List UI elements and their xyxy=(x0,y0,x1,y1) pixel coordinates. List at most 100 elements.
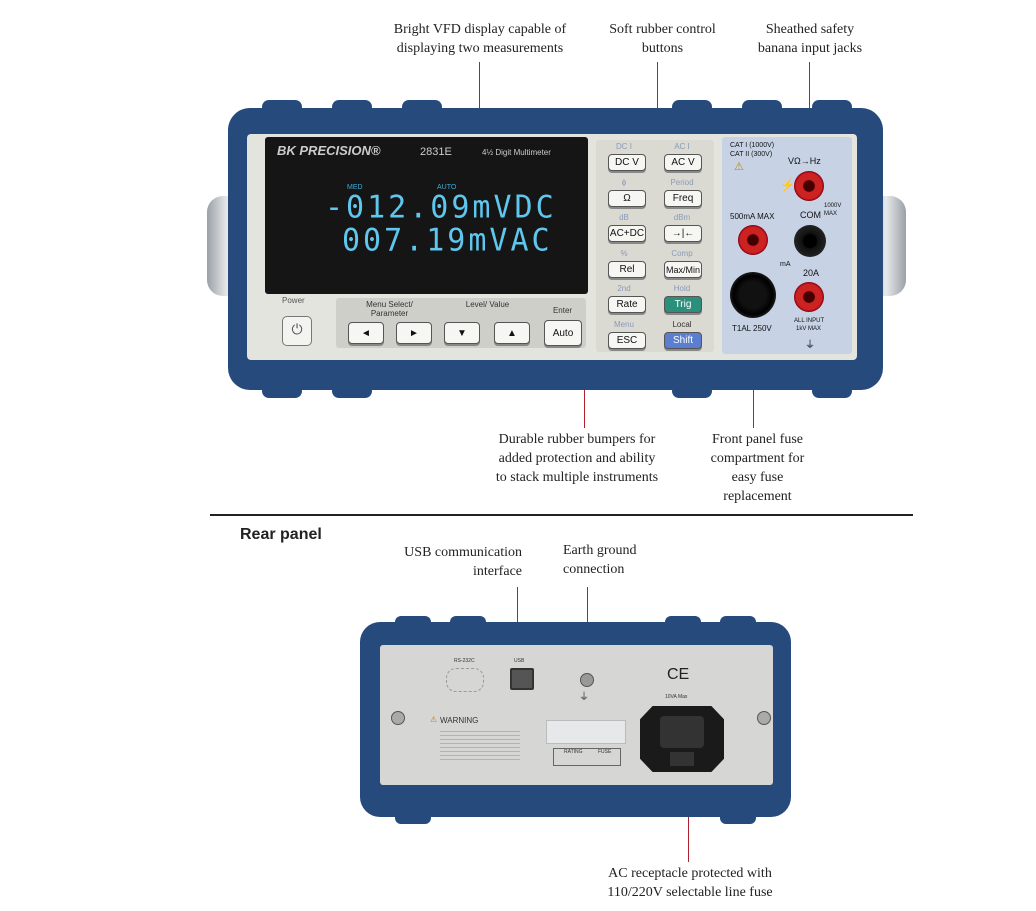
shift-function-label: dB xyxy=(619,213,629,222)
callout-line: AC receptacle protected with xyxy=(608,866,772,881)
rear-panel-heading: Rear panel xyxy=(240,526,322,543)
fuse-drawer[interactable] xyxy=(670,752,694,766)
callout-line: Sheathed safety xyxy=(765,22,855,37)
com-jack[interactable] xyxy=(794,225,826,257)
shift-function-label: Comp xyxy=(671,249,693,258)
bumper-nub xyxy=(812,100,852,114)
ohm-button[interactable]: Ω xyxy=(608,190,646,207)
callout-jacks: Sheathed safety banana input jacks xyxy=(745,20,875,58)
callout-line: compartment for xyxy=(710,451,805,466)
ground-icon: ⏚ xyxy=(805,340,815,351)
warning-icon: ⚠ xyxy=(734,161,744,173)
function-keypad xyxy=(596,140,714,352)
up-arrow-button[interactable]: ▲ xyxy=(494,322,530,344)
annunciator-med: MED xyxy=(347,184,363,191)
vfd-display xyxy=(265,137,588,294)
callout-line: 110/220V selectable line fuse xyxy=(607,885,773,900)
bumper-nub xyxy=(262,384,302,398)
bumper-nub xyxy=(332,100,372,114)
primary-reading: -012.09mVDC xyxy=(325,189,557,226)
bumper-nub xyxy=(672,100,712,114)
maxmin-button[interactable]: Max/Min xyxy=(664,261,702,278)
ac-socket xyxy=(660,716,704,748)
fuse-compartment[interactable] xyxy=(730,272,776,318)
max-label: MAX xyxy=(824,211,838,217)
callout-line: replacement xyxy=(723,489,792,504)
bumper-nub xyxy=(402,100,442,114)
callout-line: interface xyxy=(473,564,522,579)
rel-button[interactable]: Rel xyxy=(608,261,646,278)
callout-usb: USB communication interface xyxy=(395,543,522,581)
ma-label: mA xyxy=(780,261,791,268)
power-button[interactable]: ⏻ xyxy=(282,316,312,346)
dcv-button[interactable]: DC V xyxy=(608,154,646,171)
callout-line: Soft rubber control xyxy=(609,22,716,37)
diode-button[interactable]: →|← xyxy=(664,225,702,242)
callout-line: Earth ground xyxy=(563,543,637,558)
enter-label: Enter xyxy=(552,306,573,315)
vohm-label: VΩ→Hz xyxy=(788,156,821,166)
bumper-nub xyxy=(395,812,431,824)
annunciator-auto: AUTO xyxy=(437,184,457,191)
callout-line: connection xyxy=(563,562,625,577)
bumper-nub xyxy=(332,384,372,398)
power-rating: 10VA Max xyxy=(665,694,688,700)
callout-line: Front panel fuse xyxy=(712,432,803,447)
trig-button[interactable]: Trig xyxy=(664,296,702,313)
acv-button[interactable]: AC V xyxy=(664,154,702,171)
rs232-port-cover xyxy=(446,668,484,692)
callout-line: added protection and ability xyxy=(498,451,656,466)
ground-icon: ⏚ xyxy=(579,692,589,703)
volt-ohm-jack[interactable] xyxy=(794,171,824,201)
right-arrow-button[interactable]: ► xyxy=(396,322,432,344)
esc-button[interactable]: ESC xyxy=(608,332,646,349)
fuse-header: FUSE xyxy=(598,749,612,755)
shift-function-label: ϕ xyxy=(621,178,627,187)
left-arrow-button[interactable]: ◄ xyxy=(348,322,384,344)
shift-function-label: Period xyxy=(670,178,694,187)
shift-function-label: % xyxy=(620,249,628,258)
usb-label: USB xyxy=(514,658,525,664)
ma500-label: 500mA MAX xyxy=(730,212,775,221)
shift-button[interactable]: Shift xyxy=(664,332,702,349)
lightning-icon: ⚡ xyxy=(780,178,795,192)
bumper-nub xyxy=(720,812,756,824)
callout-line: buttons xyxy=(641,41,684,56)
cat-rating-label: CAT II (300V) xyxy=(730,151,773,158)
callout-bumpers: Durable rubber bumpers for added protect… xyxy=(482,430,672,487)
callout-line: Durable rubber bumpers for xyxy=(498,432,656,447)
model-subtitle: 4½ Digit Multimeter xyxy=(482,148,551,157)
screw-right xyxy=(757,711,771,725)
warning-label: WARNING xyxy=(440,716,479,725)
callout-line: USB communication xyxy=(404,545,522,560)
warning-text-block xyxy=(440,728,520,763)
bumper-nub xyxy=(720,616,756,628)
a20-label: 20A xyxy=(803,268,820,278)
power-label: Power xyxy=(282,296,305,305)
screw-left xyxy=(391,711,405,725)
callout-buttons: Soft rubber control buttons xyxy=(595,20,730,58)
com-label: COM xyxy=(800,210,821,220)
rate-button[interactable]: Rate xyxy=(608,296,646,313)
bumper-nub xyxy=(450,616,486,628)
level-value-label: Level/ Value xyxy=(465,300,510,309)
amp-jack[interactable] xyxy=(794,282,824,312)
bumper-nub xyxy=(672,384,712,398)
secondary-reading: 007.19mVAC xyxy=(342,222,553,259)
ma-jack[interactable] xyxy=(738,225,768,255)
bumper-nub xyxy=(395,616,431,628)
callout-fuse: Front panel fuse compartment for easy fu… xyxy=(695,430,820,506)
shift-function-label: Menu xyxy=(613,320,634,329)
usb-port[interactable] xyxy=(510,668,534,690)
shift-function-label: dBm xyxy=(673,213,691,222)
freq-button[interactable]: Freq xyxy=(664,190,702,207)
warning-icon: ⚠ xyxy=(430,715,438,724)
callout-line: Bright VFD display capable of xyxy=(393,22,567,37)
callout-ac: AC receptacle protected with 110/220V se… xyxy=(590,864,790,902)
auto-enter-button[interactable]: Auto xyxy=(544,320,582,346)
callout-earth: Earth ground connection xyxy=(563,541,653,579)
down-arrow-button[interactable]: ▼ xyxy=(444,322,480,344)
earth-screw[interactable] xyxy=(580,673,594,687)
acdc-button[interactable]: AC+DC xyxy=(608,225,646,242)
shift-function-label: Hold xyxy=(673,284,691,293)
